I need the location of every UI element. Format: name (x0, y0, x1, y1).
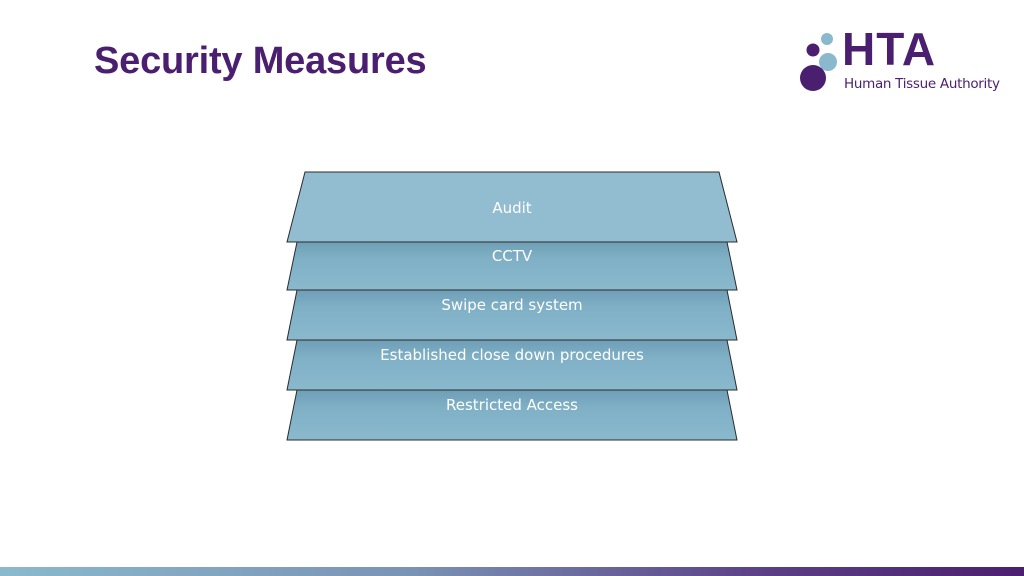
layer-label-cctv: CCTV (491, 247, 533, 265)
layer-label-close-down: Established close down procedures (380, 346, 644, 364)
bottom-accent-bar (0, 567, 1024, 576)
logo-wordmark: HTA (842, 23, 937, 75)
layer-label-restricted-access: Restricted Access (445, 396, 578, 414)
slide-title: Security Measures (94, 40, 427, 82)
logo-dots-icon (800, 33, 837, 91)
layer-label-audit: Audit (492, 199, 532, 217)
logo-subtitle: Human Tissue Authority (844, 76, 1000, 92)
hta-logo: HTA Human Tissue Authority (798, 26, 1003, 96)
layer-shape-audit (286, 171, 738, 243)
layer-label-swipe-card: Swipe card system (441, 296, 583, 314)
